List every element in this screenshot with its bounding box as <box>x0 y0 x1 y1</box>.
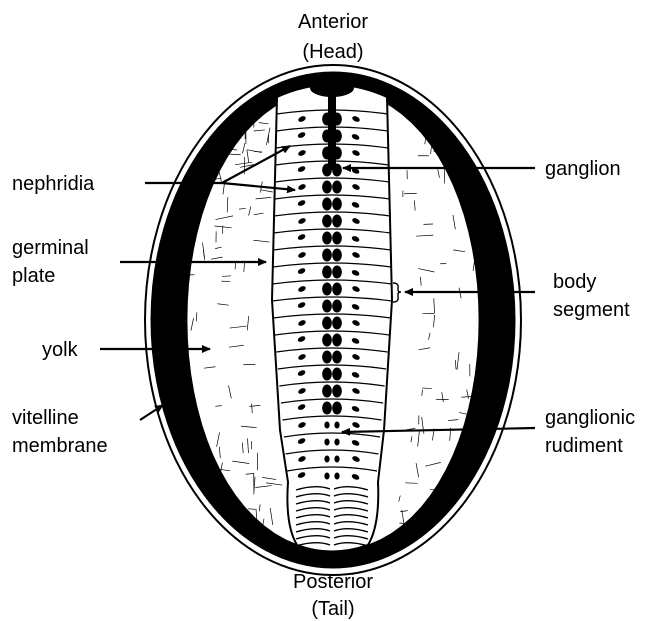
label-ganglionic-1: ganglionic <box>545 407 635 429</box>
label-germinal-1: germinal <box>12 237 89 259</box>
label-germinal-2: plate <box>12 265 55 287</box>
label-body-1: body <box>553 271 596 293</box>
label-ganglionic-2: rudiment <box>545 435 623 457</box>
label-body-2: segment <box>553 299 630 321</box>
label-posterior: Posterior <box>293 571 373 593</box>
label-nephridia: nephridia <box>12 173 95 195</box>
label-head: (Head) <box>302 41 363 63</box>
label-vitelline-2: membrane <box>12 435 108 457</box>
label-anterior: Anterior <box>298 11 368 33</box>
label-ganglion: ganglion <box>545 158 621 180</box>
label-yolk: yolk <box>42 339 79 361</box>
label-vitelline-1: vitelline <box>12 407 79 429</box>
label-tail: (Tail) <box>311 598 354 620</box>
germinal-plate <box>272 79 392 552</box>
